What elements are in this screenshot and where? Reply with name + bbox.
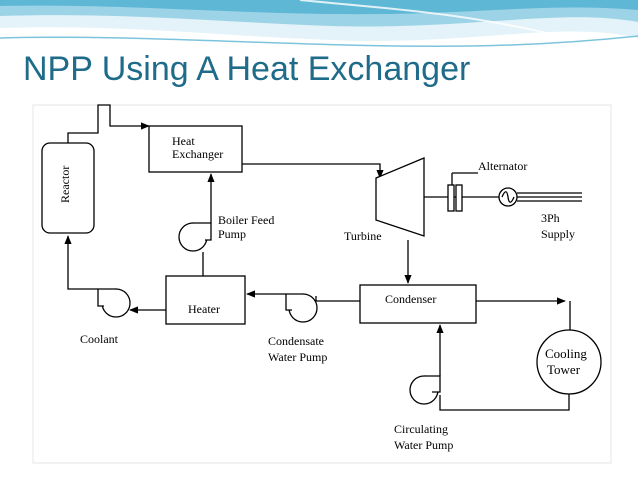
boiler-feed-pump-outlet — [193, 222, 212, 241]
reactor-label: Reactor — [58, 166, 72, 203]
circulating-pump-outlet — [424, 375, 441, 393]
coolant-label: Coolant — [80, 332, 119, 346]
heater-box — [165, 275, 246, 325]
condenser-box — [359, 284, 477, 324]
tower-return-line — [439, 394, 570, 411]
alternator-label: Alternator — [478, 159, 527, 173]
reactor-to-hx-line — [67, 104, 150, 143]
coolant-to-reactor-line — [64, 235, 98, 290]
turbine-label: Turbine — [344, 229, 382, 243]
coolant-pump-outlet — [97, 288, 116, 307]
heat-exchanger-box — [148, 125, 243, 173]
circulating-pump-label: Circulating Water Pump — [394, 422, 453, 452]
cooling-tower-label: Cooling Tower — [545, 346, 590, 377]
ac-wave-icon — [501, 191, 515, 203]
condensate-pump-outlet — [285, 293, 303, 311]
boiler-feed-pump-label: Boiler Feed Pump — [218, 213, 277, 241]
heater-label: Heater — [188, 302, 220, 316]
coupling-icon-2 — [455, 184, 463, 212]
slide-title: NPP Using A Heat Exchanger — [23, 50, 471, 88]
diagram-frame — [32, 104, 612, 464]
hx-to-turbine-line — [242, 163, 384, 179]
turbine-shape — [375, 157, 425, 237]
condensate-pump-label: Condensate Water Pump — [268, 334, 327, 364]
coupling-icon — [447, 184, 455, 212]
condenser-label: Condenser — [385, 292, 436, 306]
supply-label: 3Ph Supply — [541, 211, 575, 241]
heat-exchanger-label: Heat Exchanger — [172, 134, 223, 161]
header-wave-decoration — [0, 0, 638, 47]
